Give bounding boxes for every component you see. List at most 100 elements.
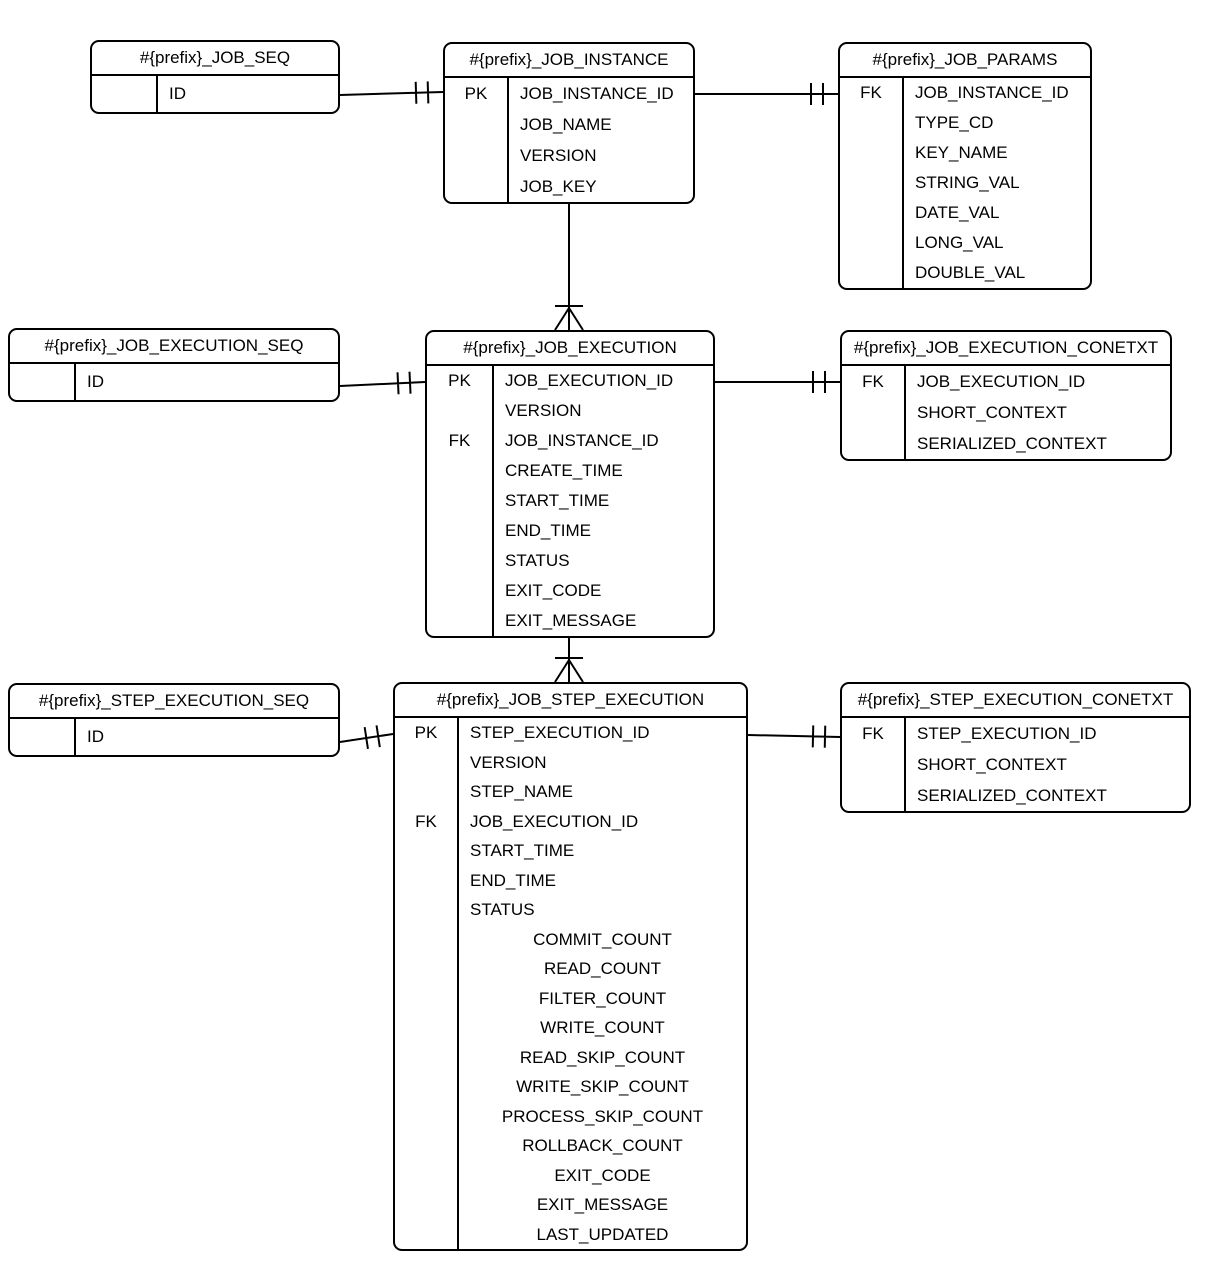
key-label xyxy=(427,396,492,426)
table-body: ID xyxy=(10,364,338,401)
field-name: ID xyxy=(87,372,104,391)
key-label: FK xyxy=(862,372,884,391)
key-label xyxy=(842,397,904,428)
key-label xyxy=(395,1190,457,1220)
entity-job-seq: #{prefix}_JOB_SEQ ID xyxy=(90,40,340,114)
field-name: JOB_INSTANCE_ID xyxy=(520,84,674,103)
key-label xyxy=(445,109,507,140)
key-label xyxy=(10,719,74,755)
relationship-exactly-one xyxy=(339,371,426,395)
table-title: #{prefix}_JOB_EXECUTION_SEQ xyxy=(10,330,338,364)
key-label: FK xyxy=(448,431,471,450)
key-label xyxy=(427,516,492,546)
field-column: ID xyxy=(76,364,338,400)
key-label xyxy=(395,1013,457,1043)
field-name: END_TIME xyxy=(505,521,591,540)
field-name: JOB_NAME xyxy=(520,115,612,134)
key-label xyxy=(427,456,492,486)
field-name: JOB_EXECUTION_ID xyxy=(470,811,639,831)
key-label xyxy=(427,576,492,606)
key-label xyxy=(395,954,457,984)
key-label xyxy=(395,1043,457,1073)
table-title: #{prefix}_JOB_STEP_EXECUTION xyxy=(395,684,746,718)
key-label xyxy=(395,866,457,896)
key-column: FK xyxy=(842,366,906,459)
key-label xyxy=(427,486,492,516)
relationship-exactly-one xyxy=(747,725,841,748)
table-title: #{prefix}_JOB_SEQ xyxy=(92,42,338,76)
key-column xyxy=(92,76,158,112)
key-label xyxy=(395,836,457,866)
key-label xyxy=(842,780,904,811)
field-name: SERIALIZED_CONTEXT xyxy=(917,786,1107,805)
key-label xyxy=(840,168,902,198)
field-name: PROCESS_SKIP_COUNT xyxy=(501,1106,704,1126)
key-label xyxy=(840,228,902,258)
field-name: STEP_EXECUTION_ID xyxy=(470,723,650,742)
relationship-one-to-many xyxy=(554,204,584,331)
key-label xyxy=(395,1072,457,1102)
field-name: START_TIME xyxy=(470,841,575,860)
table-title: #{prefix}_JOB_PARAMS xyxy=(840,44,1090,78)
field-name: READ_COUNT xyxy=(543,959,662,978)
key-label xyxy=(395,1161,457,1191)
field-name: TYPE_CD xyxy=(915,113,994,132)
key-label xyxy=(10,364,74,400)
key-label xyxy=(445,171,507,202)
field-name: VERSION xyxy=(470,752,547,772)
key-label xyxy=(92,76,156,112)
field-column: ID xyxy=(158,76,338,112)
relationship-exactly-one xyxy=(713,371,840,393)
field-name: STATUS xyxy=(505,551,570,570)
relationship-exactly-one xyxy=(339,725,394,750)
key-label: FK xyxy=(862,724,884,743)
key-label xyxy=(395,1131,457,1161)
field-name: SHORT_CONTEXT xyxy=(917,403,1067,422)
field-name: EXIT_MESSAGE xyxy=(536,1195,669,1214)
field-name: WRITE_COUNT xyxy=(540,1018,665,1037)
field-name: END_TIME xyxy=(470,870,556,890)
field-name: COMMIT_COUNT xyxy=(533,929,672,949)
key-label xyxy=(840,258,902,288)
field-name: EXIT_CODE xyxy=(554,1165,651,1185)
table-title: #{prefix}_JOB_EXECUTION xyxy=(427,332,713,366)
key-label xyxy=(395,1220,457,1250)
field-name: DATE_VAL xyxy=(915,203,1000,222)
key-label: PK xyxy=(414,723,438,742)
field-name: KEY_NAME xyxy=(915,143,1008,162)
relationship-exactly-one xyxy=(695,83,838,105)
field-name: JOB_INSTANCE_ID xyxy=(915,83,1069,102)
field-name: CREATE_TIME xyxy=(505,461,623,480)
field-name: ID xyxy=(87,727,104,746)
entity-job-instance: #{prefix}_JOB_INSTANCE PK JOB_INSTANCE_I… xyxy=(443,42,695,204)
key-label: FK xyxy=(860,83,882,102)
field-name: READ_SKIP_COUNT xyxy=(519,1047,686,1067)
field-name: STEP_EXECUTION_ID xyxy=(917,724,1097,743)
field-name: START_TIME xyxy=(505,491,610,510)
key-column xyxy=(10,364,76,400)
field-name: STATUS xyxy=(470,900,535,919)
field-name: LAST_UPDATED xyxy=(536,1224,669,1244)
key-label xyxy=(840,138,902,168)
field-name: VERSION xyxy=(505,401,582,420)
field-name: JOB_KEY xyxy=(520,177,597,196)
table-title: #{prefix}_STEP_EXECUTION_CONETXT xyxy=(842,684,1189,718)
field-name: JOB_INSTANCE_ID xyxy=(505,431,659,450)
key-label xyxy=(395,1102,457,1132)
key-label xyxy=(395,925,457,955)
field-name: JOB_EXECUTION_ID xyxy=(917,372,1086,391)
field-name: WRITE_SKIP_COUNT xyxy=(516,1077,689,1096)
key-label xyxy=(842,428,904,459)
key-label xyxy=(395,984,457,1014)
entity-job-execution-seq: #{prefix}_JOB_EXECUTION_SEQ ID xyxy=(8,328,340,402)
